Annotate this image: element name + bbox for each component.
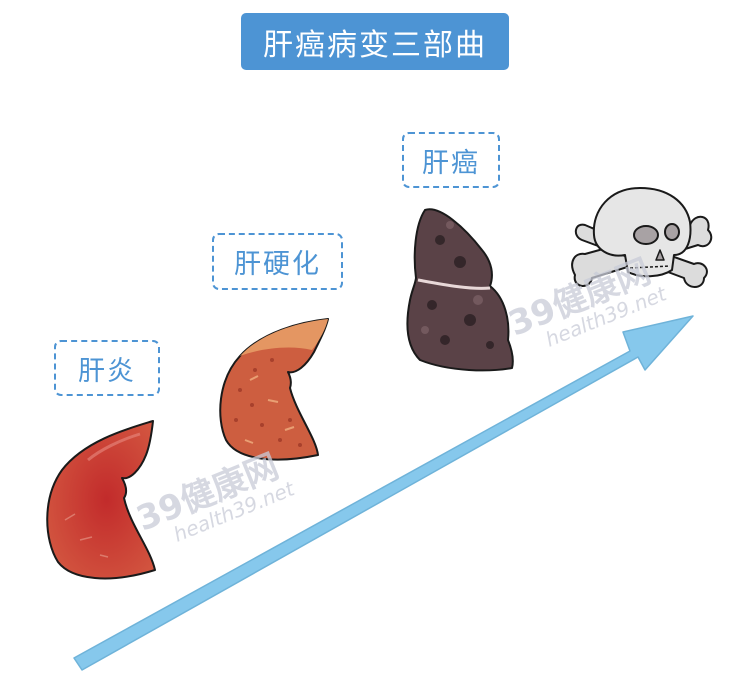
inflamed-red-liver-icon	[46, 420, 156, 580]
skull-crossbones-icon	[571, 187, 713, 288]
cancerous-dark-liver-icon	[406, 208, 514, 372]
progression-arrow-icon	[73, 315, 694, 671]
cirrhotic-orange-liver-icon	[219, 318, 329, 461]
stage-label-hepatitis: 肝炎	[54, 340, 160, 396]
title-banner: 肝癌病变三部曲	[241, 13, 509, 70]
stage-label-cirrhosis: 肝硬化	[212, 233, 343, 290]
stage-label-liver-cancer: 肝癌	[402, 132, 500, 188]
